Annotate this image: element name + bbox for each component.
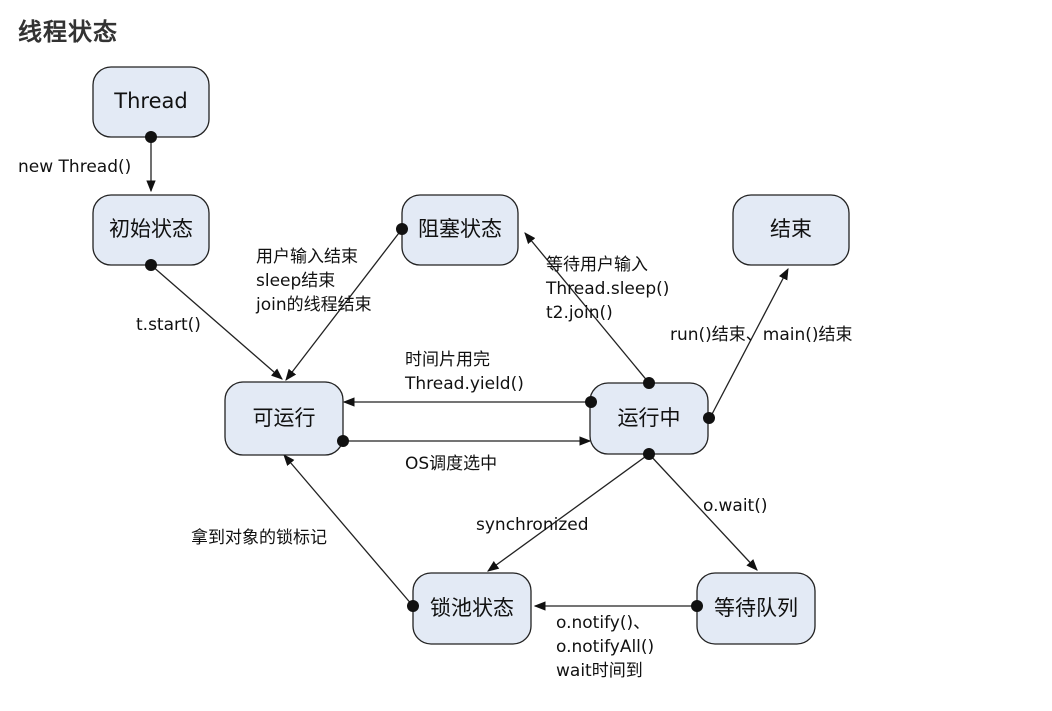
label-blocked-back-2: sleep结束 bbox=[256, 271, 335, 291]
edge-lockpool-runnable bbox=[283, 454, 414, 607]
label-new-thread: new Thread() bbox=[18, 157, 131, 177]
node-runnable: 可运行 bbox=[224, 381, 344, 456]
svg-text:等待队列: 等待队列 bbox=[714, 596, 798, 620]
label-to-blocked-1: 等待用户输入 bbox=[546, 255, 648, 275]
dot-init-bottom bbox=[145, 259, 157, 271]
dot-thread-bottom bbox=[145, 131, 157, 143]
node-lockpool: 锁池状态 bbox=[412, 572, 532, 645]
svg-text:阻塞状态: 阻塞状态 bbox=[418, 217, 502, 241]
dot-blocked-left bbox=[396, 223, 408, 235]
dot-running-bottom bbox=[643, 448, 655, 460]
label-blocked-back-3: join的线程结束 bbox=[255, 295, 372, 315]
node-blocked: 阻塞状态 bbox=[401, 194, 519, 266]
label-notify-2: o.notifyAll() bbox=[556, 637, 654, 657]
dot-waitqueue-left bbox=[691, 600, 703, 612]
dot-runnable-right bbox=[337, 435, 349, 447]
label-yield-1: 时间片用完 bbox=[405, 350, 490, 370]
svg-text:可运行: 可运行 bbox=[253, 406, 316, 430]
label-blocked-back-1: 用户输入结束 bbox=[256, 247, 358, 267]
label-to-end: run()结束、main()结束 bbox=[670, 325, 853, 345]
node-thread: Thread bbox=[92, 66, 210, 138]
label-to-blocked-2: Thread.sleep() bbox=[545, 279, 669, 299]
svg-text:结束: 结束 bbox=[770, 217, 812, 241]
dot-running-top bbox=[643, 377, 655, 389]
edge-running-end bbox=[709, 267, 789, 419]
edge-running-lockpool bbox=[487, 453, 650, 572]
svg-text:Thread: Thread bbox=[113, 89, 187, 113]
label-notify-3: wait时间到 bbox=[556, 661, 643, 681]
label-got-lock: 拿到对象的锁标记 bbox=[191, 527, 327, 548]
node-init: 初始状态 bbox=[92, 194, 210, 266]
edge-init-runnable bbox=[150, 264, 283, 380]
label-notify-1: o.notify()、 bbox=[556, 613, 650, 633]
svg-text:初始状态: 初始状态 bbox=[109, 217, 193, 241]
page-title: 线程状态 bbox=[18, 18, 118, 46]
label-t-start: t.start() bbox=[136, 315, 201, 335]
dot-lockpool-left bbox=[407, 600, 419, 612]
dot-running-left bbox=[585, 396, 597, 408]
edge-running-waitqueue bbox=[648, 453, 758, 571]
label-o-wait: o.wait() bbox=[703, 496, 767, 516]
edge-blocked-runnable bbox=[285, 228, 403, 381]
node-end: 结束 bbox=[732, 194, 850, 266]
dot-running-right bbox=[703, 412, 715, 424]
edge-running-blocked bbox=[524, 232, 650, 384]
label-schedule: OS调度选中 bbox=[405, 454, 497, 474]
svg-text:锁池状态: 锁池状态 bbox=[430, 596, 514, 620]
label-synchronized: synchronized bbox=[476, 515, 589, 535]
label-to-blocked-3: t2.join() bbox=[546, 303, 613, 323]
label-yield-2: Thread.yield() bbox=[404, 374, 524, 394]
node-waitqueue: 等待队列 bbox=[696, 572, 816, 645]
svg-text:运行中: 运行中 bbox=[618, 406, 681, 430]
node-running: 运行中 bbox=[589, 382, 709, 455]
